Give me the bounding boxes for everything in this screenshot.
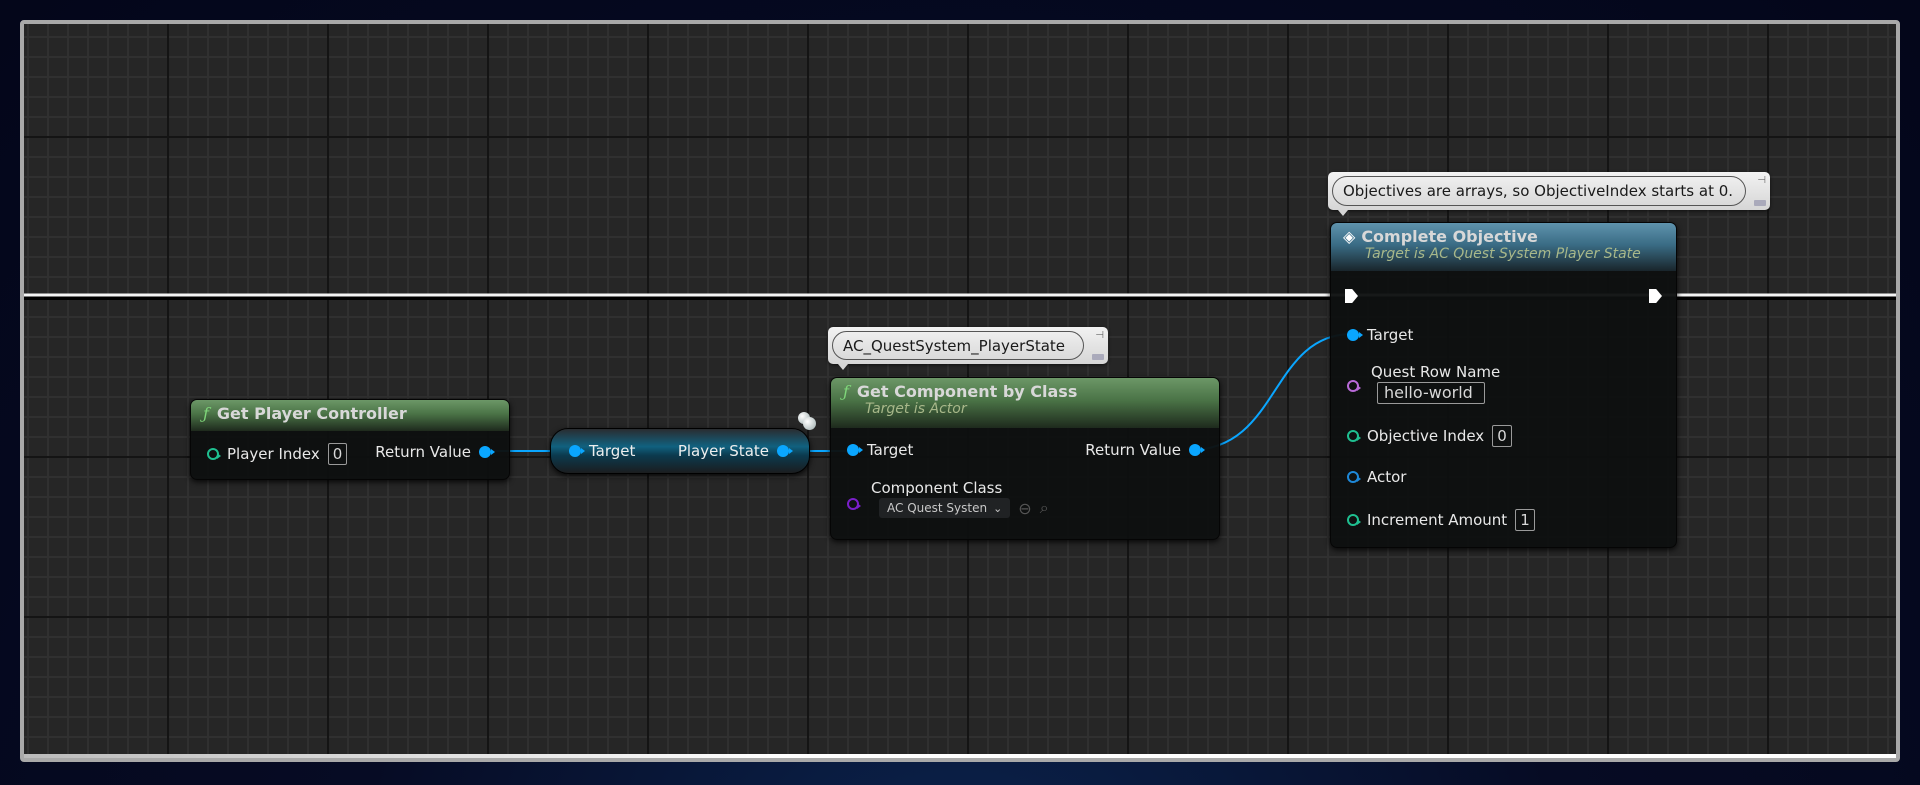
player-index-input[interactable]: 0 xyxy=(327,443,348,465)
objective-index-input[interactable]: 0 xyxy=(1492,425,1512,447)
pin-target[interactable]: Target xyxy=(847,441,913,459)
object-pin-icon[interactable] xyxy=(1347,329,1363,341)
object-pin-icon[interactable] xyxy=(777,445,793,457)
increment-amount-input[interactable]: 1 xyxy=(1515,509,1535,531)
object-pin-icon[interactable] xyxy=(569,445,585,457)
use-selected-asset-icon[interactable]: ⊖ xyxy=(1018,498,1032,518)
pin-label: Return Value xyxy=(1085,441,1181,459)
pin-label: Actor xyxy=(1367,468,1407,486)
integer-pin-icon[interactable] xyxy=(207,448,221,460)
event-message-icon: ◈ xyxy=(1343,227,1356,246)
node-header: ƒ Get Component by Class Target is Actor xyxy=(831,378,1219,428)
object-pin-icon[interactable] xyxy=(479,446,495,458)
comment-tail xyxy=(838,364,848,370)
comment-tail xyxy=(1338,210,1348,216)
pin-comment-icon[interactable]: ⊣ xyxy=(1757,175,1766,186)
node-player-state-getter[interactable]: Target Player State xyxy=(550,428,810,474)
pin-label: Objective Index xyxy=(1367,427,1485,445)
browse-search-icon[interactable]: ⌕ xyxy=(1039,498,1049,517)
name-pin-icon[interactable] xyxy=(1347,380,1361,392)
class-pin-icon[interactable] xyxy=(847,498,861,510)
function-icon: ƒ xyxy=(843,382,849,401)
node-title: Get Player Controller xyxy=(216,404,407,423)
quest-row-name-input[interactable]: hello-world xyxy=(1377,382,1485,404)
component-class-dropdown[interactable]: AC Quest Systen ⌄ xyxy=(879,498,1011,518)
pin-target[interactable]: Target xyxy=(1347,326,1413,344)
component-class-picker[interactable]: AC Quest Systen ⌄ ⊖ ⌕ xyxy=(879,498,1049,518)
node-comment-bubble[interactable]: AC_QuestSystem_PlayerState ⊣ xyxy=(828,327,1108,370)
object-pin-icon[interactable] xyxy=(1189,444,1205,456)
pin-comment-icon[interactable]: ⊣ xyxy=(1095,330,1104,341)
integer-pin-icon[interactable] xyxy=(1347,430,1361,442)
pin-label: Target xyxy=(1367,326,1414,344)
comment-text: AC_QuestSystem_PlayerState xyxy=(832,331,1084,360)
expand-comment-icon[interactable] xyxy=(1754,200,1766,206)
pin-label: Target xyxy=(867,441,914,459)
pin-player-index[interactable]: Player Index 0 xyxy=(207,443,348,465)
pin-return-value[interactable]: Return Value xyxy=(1085,441,1205,459)
pin-label: Target xyxy=(589,442,636,460)
node-subtitle: Target is Actor xyxy=(865,401,967,417)
exec-out-pin-icon[interactable] xyxy=(1649,289,1662,303)
node-title: Get Component by Class xyxy=(856,382,1078,401)
pin-label: Return Value xyxy=(375,443,471,461)
pin-target[interactable]: Target xyxy=(569,442,635,460)
pin-label: Increment Amount xyxy=(1367,511,1508,529)
integer-pin-icon[interactable] xyxy=(1347,514,1361,526)
pin-return-value[interactable]: Return Value xyxy=(375,443,495,461)
node-header: ◈ Complete Objective Target is AC Quest S… xyxy=(1331,223,1676,271)
pin-actor[interactable]: Actor xyxy=(1347,468,1406,486)
pin-label: Component Class xyxy=(871,479,1003,497)
pin-objective-index[interactable]: Objective Index 0 xyxy=(1347,425,1512,447)
exec-in-pin-icon[interactable] xyxy=(1345,289,1358,303)
dropdown-value: AC Quest Systen xyxy=(887,501,988,515)
object-pin-icon[interactable] xyxy=(847,444,863,456)
pin-label: Quest Row Name xyxy=(1371,363,1501,381)
node-title: Complete Objective xyxy=(1361,227,1538,246)
node-get-player-controller[interactable]: ƒ Get Player Controller Player Index 0 Re… xyxy=(190,399,510,480)
pin-increment-amount[interactable]: Increment Amount 1 xyxy=(1347,509,1535,531)
chevron-down-icon: ⌄ xyxy=(993,501,1003,515)
node-complete-objective[interactable]: ◈ Complete Objective Target is AC Quest S… xyxy=(1330,222,1677,548)
expand-comment-icon[interactable] xyxy=(1092,354,1104,360)
pin-player-state[interactable]: Player State xyxy=(677,442,793,460)
comment-text: Objectives are arrays, so ObjectiveIndex… xyxy=(1332,176,1746,206)
function-icon: ƒ xyxy=(203,404,209,423)
node-header: ƒ Get Player Controller xyxy=(191,400,509,431)
node-subtitle: Target is AC Quest System Player State xyxy=(1365,246,1641,262)
pin-label: Player State xyxy=(677,442,769,460)
object-pin-icon[interactable] xyxy=(1347,471,1361,483)
pin-label: Player Index xyxy=(227,445,320,463)
node-comment-bubble[interactable]: Objectives are arrays, so ObjectiveIndex… xyxy=(1328,172,1770,216)
replication-icon xyxy=(798,412,816,430)
